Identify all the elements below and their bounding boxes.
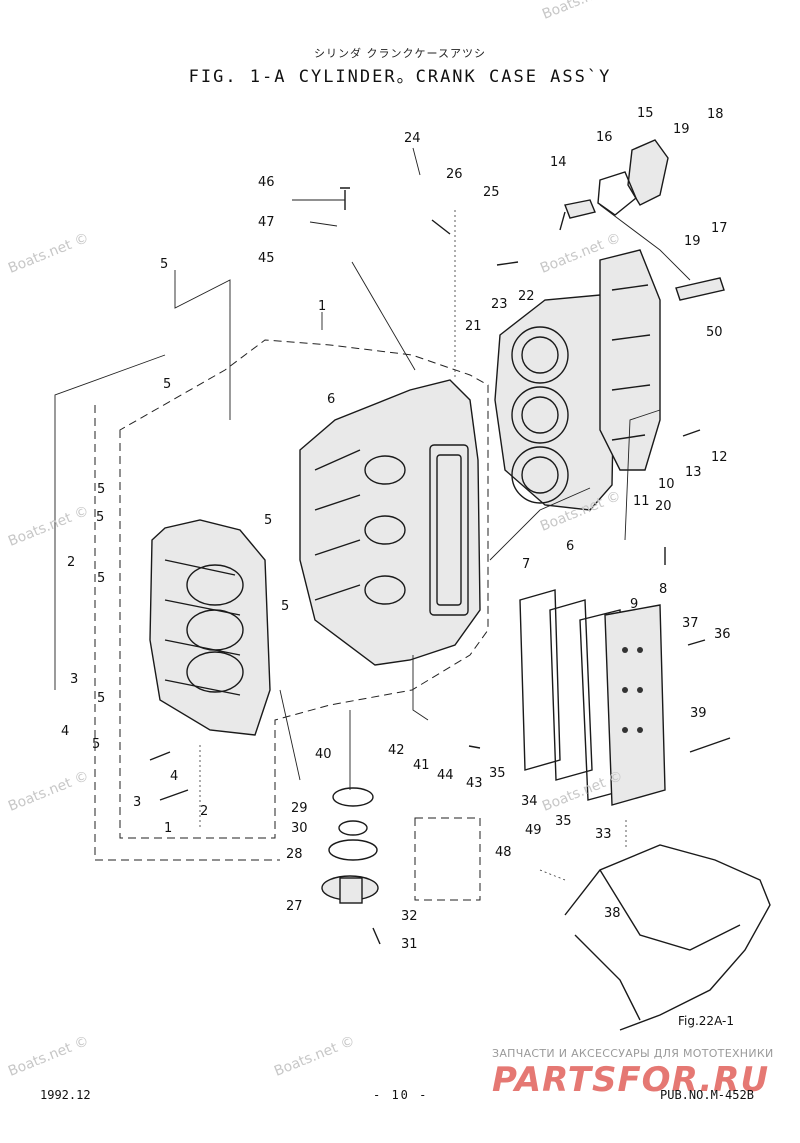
bottom-cowling [564, 844, 771, 1031]
callout-36: 36 [714, 627, 731, 642]
callout-47: 47 [258, 215, 275, 230]
callout-6a: 6 [327, 392, 335, 407]
callout-5d: 5 [96, 510, 104, 525]
callout-20: 20 [655, 499, 672, 514]
callout-5e: 5 [264, 513, 272, 528]
callout-39: 39 [690, 706, 707, 721]
callout-35a: 35 [489, 766, 506, 781]
assembly-1-outer-boundary [94, 405, 280, 861]
callout-19b: 19 [684, 234, 701, 249]
callout-50: 50 [706, 325, 723, 340]
exhaust-cover-gaskets [519, 589, 666, 806]
callout-11: 11 [633, 494, 650, 509]
callout-29: 29 [291, 801, 308, 816]
callout-13: 13 [685, 465, 702, 480]
callout-1b: 1 [164, 821, 172, 836]
callout-16: 16 [596, 130, 613, 145]
callout-40: 40 [315, 747, 332, 762]
callout-5i: 5 [92, 737, 100, 752]
footer-date: 1992.12 [40, 1088, 91, 1102]
callout-1: 1 [318, 299, 326, 314]
assembly-1-boundary [119, 339, 489, 839]
callout-8: 8 [659, 582, 667, 597]
figure-subtitle-jp: シリンダ クランクケースアツシ [314, 47, 486, 60]
fig-reference-22a-1: Fig.22A-1 [678, 1014, 734, 1028]
callout-9: 9 [630, 597, 638, 612]
callout-32: 32 [401, 909, 418, 924]
callout-5c: 5 [97, 482, 105, 497]
callout-5h: 5 [97, 691, 105, 706]
callout-5f: 5 [97, 571, 105, 586]
callout-3a: 3 [70, 672, 78, 687]
brand-logo: PARTSFOR.RU [492, 1060, 770, 1100]
callout-6b: 6 [566, 539, 574, 554]
oil-seal-housing [321, 787, 379, 904]
callout-5a: 5 [160, 257, 168, 272]
footer-publication-number: PUB.NO.M-452B [660, 1088, 754, 1102]
callout-49: 49 [525, 823, 542, 838]
cylinder-block [299, 379, 481, 666]
cylinder-head [494, 249, 661, 511]
figure-title: FIG. 1-A CYLINDER。CRANK CASE ASS`Y [188, 67, 612, 87]
callout-31: 31 [401, 937, 418, 952]
callout-42: 42 [388, 743, 405, 758]
footer-page-number: - 10 - [373, 1088, 429, 1102]
callout-3b: 3 [133, 795, 141, 810]
callout-labels: 24 46 26 25 47 45 5 1 5 6 21 23 22 14 16… [61, 106, 734, 1028]
crankcase-half [149, 519, 271, 736]
callout-24: 24 [404, 131, 421, 146]
leader-lines [54, 147, 691, 790]
callout-45: 45 [258, 251, 275, 266]
callout-15: 15 [637, 106, 654, 121]
callout-19a: 19 [673, 122, 690, 137]
callout-21: 21 [465, 319, 482, 334]
thermostat-cover [559, 139, 669, 231]
callout-12: 12 [711, 450, 728, 465]
callout-35b: 35 [555, 814, 572, 829]
callout-26: 26 [446, 167, 463, 182]
inset-detail-box [414, 817, 481, 901]
callout-5b: 5 [163, 377, 171, 392]
callout-44: 44 [437, 768, 454, 783]
callout-43: 43 [466, 776, 483, 791]
callout-37: 37 [682, 616, 699, 631]
callout-4b: 4 [170, 769, 178, 784]
callout-4a: 4 [61, 724, 69, 739]
callout-22: 22 [518, 289, 535, 304]
callout-30: 30 [291, 821, 308, 836]
callout-7: 7 [522, 557, 530, 572]
callout-38: 38 [604, 906, 621, 921]
callout-10: 10 [658, 477, 675, 492]
callout-5g: 5 [281, 599, 289, 614]
callout-46: 46 [258, 175, 275, 190]
callout-34: 34 [521, 794, 538, 809]
callout-18: 18 [707, 107, 724, 122]
callout-17: 17 [711, 221, 728, 236]
callout-48: 48 [495, 845, 512, 860]
brand-tagline: ЗАПЧАСТИ И АКСЕССУАРЫ ДЛЯ МОТОТЕХНИКИ [492, 1047, 774, 1060]
callout-27: 27 [286, 899, 303, 914]
callout-28: 28 [286, 847, 303, 862]
callout-33: 33 [595, 827, 612, 842]
callout-2a: 2 [67, 555, 75, 570]
callout-14: 14 [550, 155, 567, 170]
callout-41: 41 [413, 758, 430, 773]
callout-23: 23 [491, 297, 508, 312]
callout-2b: 2 [200, 804, 208, 819]
callout-25: 25 [483, 185, 500, 200]
spark-plug-50 [675, 277, 725, 301]
